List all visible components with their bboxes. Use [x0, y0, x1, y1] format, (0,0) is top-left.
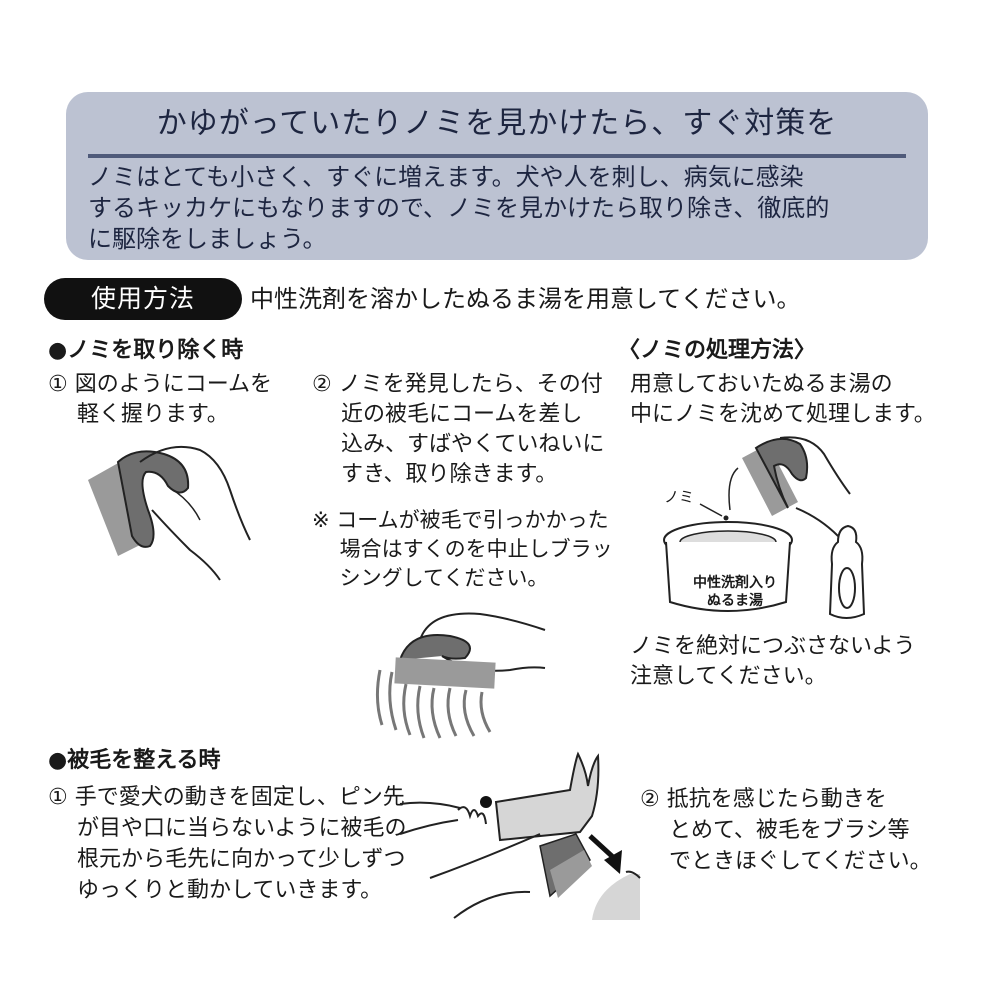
grooming-step2: ② 抵抗を感じたら動きを とめて、被毛をブラシ等 でときほぐしてください。 — [640, 784, 932, 877]
usage-label-badge: 使用方法 — [44, 278, 242, 320]
dog-grooming-illustration — [399, 751, 641, 920]
comb-handle — [754, 437, 809, 509]
flea-disposal-heading: 〈ノミの処理方法〉 — [618, 338, 817, 363]
bowl-label-line: ぬるま湯 — [707, 593, 763, 609]
disposal-line: 用意しておいたぬるま湯の — [630, 372, 893, 397]
fur-strands — [375, 669, 492, 739]
banner-title: かゆがっていたりノミを見かけたら、すぐ対策を — [156, 106, 838, 141]
grooming-heading: ●被毛を整える時 — [48, 748, 221, 773]
flea-label: ノミ — [664, 488, 695, 506]
dog-nose — [480, 796, 492, 808]
step-line: でときほぐしてください。 — [640, 849, 932, 874]
banner-body: ノミはとても小さく、すぐに増えます。犬や人を刺し、病気に感染 するキッカケにもな… — [88, 162, 918, 255]
comb-teeth — [550, 850, 592, 898]
flea-disposal-illustration — [663, 436, 866, 619]
banner-divider — [88, 154, 906, 158]
direction-arrow-icon — [604, 850, 622, 874]
warning-line: ノミを絶対につぶさないよう — [630, 634, 916, 659]
detergent-bottle — [828, 524, 866, 619]
bowl-body — [665, 541, 791, 612]
flea-removal-note: ※ コームが被毛で引っかかった 場合はすくのを中止しブラッ シングしてください。 — [312, 506, 613, 593]
combing-fur-illustration — [375, 612, 546, 739]
step-line: とめて、被毛をブラシ等 — [640, 818, 910, 843]
flea-removal-step1: ① 図のようにコームを 軽く握ります。 — [48, 370, 272, 430]
hand-fingers — [457, 806, 487, 825]
note-line: ※ コームが被毛で引っかかった — [312, 508, 609, 532]
disposal-line: 中にノミを沈めて処理します。 — [630, 402, 936, 427]
comb-handle — [399, 634, 471, 661]
step-line: 込み、すばやくていねいに — [312, 432, 605, 457]
step-line: ② 抵抗を感じたら動きを — [640, 787, 887, 812]
flea-removal-step2: ② ノミを発見したら、その付 近の被毛にコームを差し 込み、すばやくていねいに … — [312, 370, 604, 490]
intro-banner: かゆがっていたりノミを見かけたら、すぐ対策を ノミはとても小さく、すぐに増えます… — [66, 92, 928, 260]
step-line: ② ノミを発見したら、その付 — [312, 372, 603, 397]
banner-body-line: するキッカケにもなりますので、ノミを見かけたら取り除き、徹底的 — [88, 194, 830, 222]
banner-body-line: ノミはとても小さく、すぐに増えます。犬や人を刺し、病気に感染 — [88, 163, 804, 191]
comb-teeth — [394, 657, 496, 689]
warning-line: 注意してください。 — [630, 664, 827, 689]
grooming-step1: ① 手で愛犬の動きを固定し、ピン先 が目や口に当らないように被毛の 根元から毛先… — [48, 782, 407, 906]
bowl-label-line: 中性洗剤入り — [693, 575, 777, 591]
step-line: が目や口に当らないように被毛の — [48, 816, 407, 841]
step-line: 近の被毛にコームを差し — [312, 402, 583, 427]
flea-disposal-text: 用意しておいたぬるま湯の 中にノミを沈めて処理します。 — [630, 370, 936, 430]
step-line: ① 手で愛犬の動きを固定し、ピン先 — [48, 785, 405, 810]
step-line: すき、取り除きます。 — [312, 462, 558, 487]
flea-removal-heading: ●ノミを取り除く時 — [48, 338, 244, 363]
banner-body-line: に駆除をしましょう。 — [88, 225, 327, 253]
note-line: 場合はすくのを中止しブラッ — [312, 537, 613, 561]
step-line: 根元から毛先に向かって少しずつ — [48, 847, 406, 872]
step-line: 軽く握ります。 — [48, 402, 229, 427]
bowl-label: 中性洗剤入り ぬるま湯 — [686, 574, 784, 610]
step-line: ① 図のようにコームを — [48, 372, 273, 397]
flea-dot — [723, 515, 729, 521]
usage-instruction: 中性洗剤を溶かしたぬるま湯を用意してください。 — [250, 285, 801, 313]
dog-head — [494, 751, 600, 842]
flea-warning: ノミを絶対につぶさないよう 注意してください。 — [630, 632, 916, 692]
comb-handle — [116, 450, 190, 548]
dog-body — [592, 874, 640, 920]
hand-holding-comb-illustration — [88, 445, 251, 581]
note-line: シングしてください。 — [312, 566, 549, 590]
step-line: ゆっくりと動かしていきます。 — [48, 878, 383, 903]
